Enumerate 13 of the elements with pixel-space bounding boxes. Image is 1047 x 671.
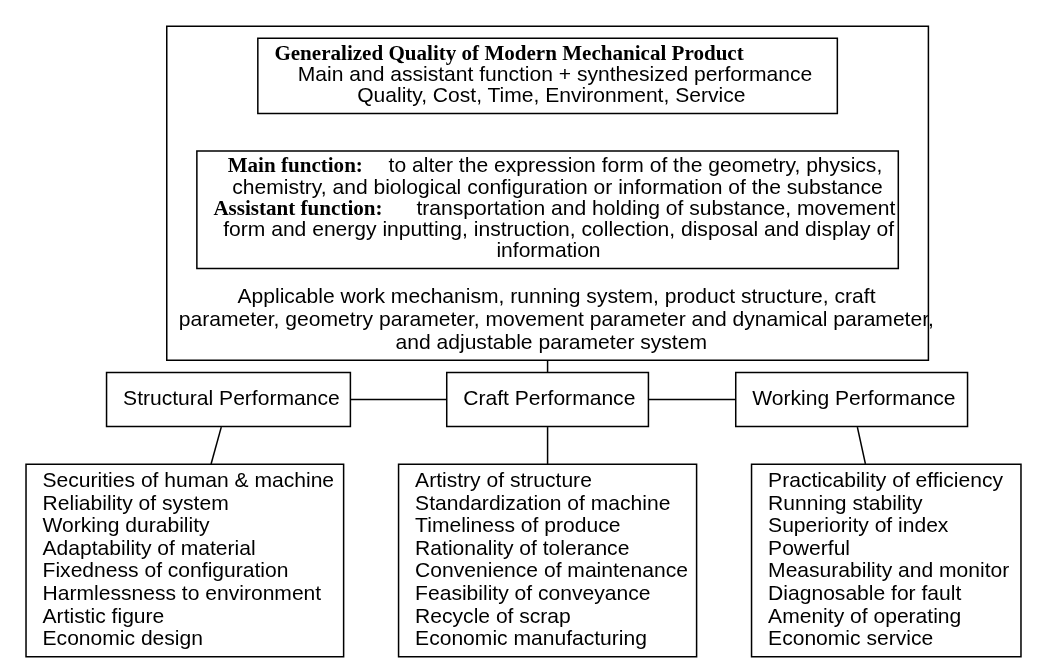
connector <box>349 398 448 401</box>
node-box: Generalized Quality of Modern Mechanical Product Main and assistant function + synthesized performance Quality, Cost, Time, Environment, Service <box>257 37 839 115</box>
connector <box>210 426 222 465</box>
connector <box>647 398 737 401</box>
node-box: Working Performance <box>735 371 969 428</box>
node-box: Artistry of structure Standardization of machine Timeliness of produce Rationality of tolerance Convenience of maintenance Feasibility of conveyance Recycle of scrap Economic manufacturing <box>397 463 698 658</box>
connector <box>856 426 867 465</box>
node-box: Main function: to alter the expression form of the geometry, physics, chemistry, and biological configuration or information of the substance Assistant function: transportation and holding of substance, movement form and energy inputting, instruction, collection, disposal and display of information <box>196 150 900 270</box>
node-box: Craft Performance <box>445 371 650 428</box>
node-box: Securities of human & machine Reliability of system Working durability Adaptability of material Fixedness of configuration Harmlessness to environment Artistic figure Economic design <box>25 463 345 658</box>
node-box: Practicability of efficiency Running stability Superiority of index Powerful Measurability and monitor Diagnosable for fault Amenity of operating Economic service <box>750 463 1022 658</box>
node-box: Structural Performance <box>105 371 352 428</box>
connector <box>546 426 549 465</box>
